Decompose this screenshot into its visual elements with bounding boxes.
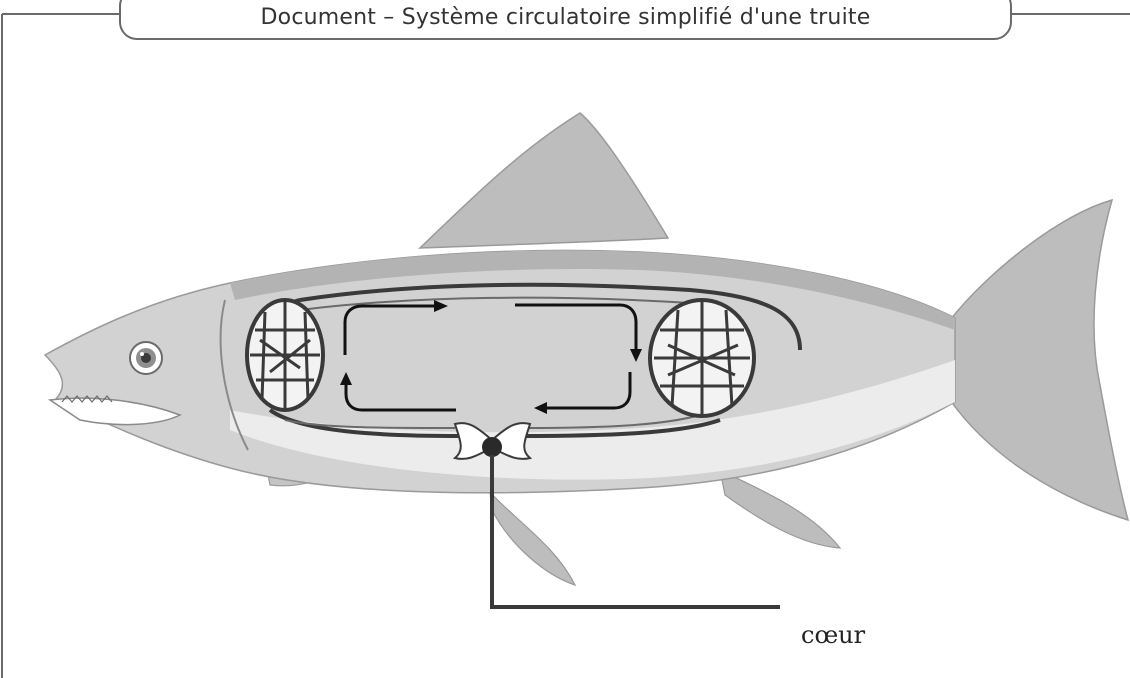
dorsal-fin (420, 113, 668, 248)
eye-icon (130, 342, 162, 374)
gill-capillaries (247, 300, 323, 410)
anal-fin (720, 470, 840, 548)
heart-label: cœur (801, 621, 865, 649)
caudal-fin (950, 200, 1128, 520)
document-title: Document – Système circulatoire simplifi… (261, 5, 871, 30)
body-capillaries (650, 300, 754, 416)
pelvic-fin (490, 492, 575, 585)
heart-dot-icon (482, 437, 502, 457)
document-title-tab: Document – Système circulatoire simplifi… (119, 0, 1012, 40)
